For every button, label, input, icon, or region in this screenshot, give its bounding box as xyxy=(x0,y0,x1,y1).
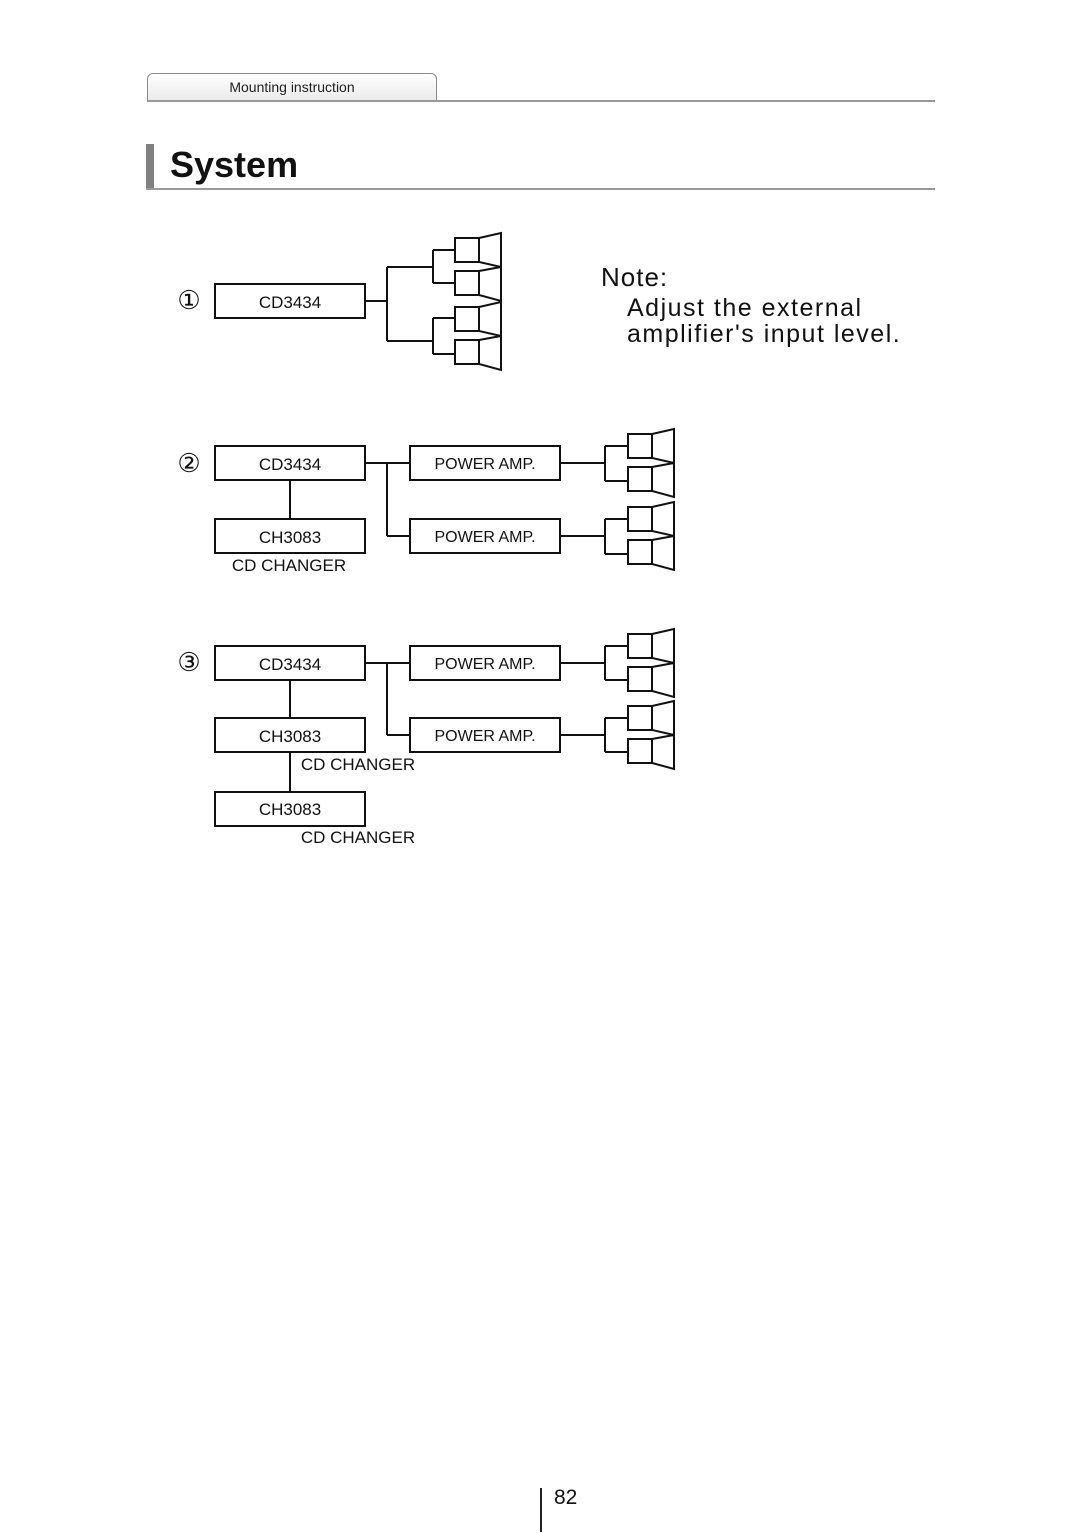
power-amp-box xyxy=(409,445,561,481)
speaker-icon xyxy=(627,699,675,771)
power-amp-label: POWER AMP. xyxy=(434,656,535,673)
head-unit-box xyxy=(214,283,366,319)
header-tab: Mounting instruction xyxy=(147,73,437,100)
cd-changer-caption: CD CHANGER xyxy=(301,755,415,774)
page-number-divider xyxy=(540,1488,542,1532)
head-unit-label: CD3434 xyxy=(259,655,321,674)
system-diagrams: ① ② ③ CD3434 CD3434 CH3083 CD CHANGER PO… xyxy=(177,231,675,847)
speaker-icon xyxy=(627,427,675,499)
system-2-wiring xyxy=(289,445,628,555)
speaker-icon xyxy=(454,231,502,303)
header-divider xyxy=(147,100,935,102)
power-amp-label: POWER AMP. xyxy=(434,456,535,473)
cd-changer-box xyxy=(214,717,366,753)
note-text: Adjust the external amplifier's input le… xyxy=(627,295,901,347)
note-line-2: amplifier's input level. xyxy=(627,320,902,348)
speaker-icon xyxy=(454,300,502,372)
system-2-marker: ② xyxy=(177,448,200,478)
cd-changer-caption: CD CHANGER xyxy=(232,556,346,575)
cd-changer-box xyxy=(214,518,366,554)
cd-changer-caption: CD CHANGER xyxy=(301,828,415,847)
cd-changer-label: CH3083 xyxy=(259,528,321,547)
speaker-icon xyxy=(627,627,675,699)
system-1-marker: ① xyxy=(177,285,200,315)
power-amp-label: POWER AMP. xyxy=(434,728,535,745)
power-amp-box xyxy=(409,645,561,681)
power-amp-box xyxy=(409,717,561,753)
note-line-1: Adjust the external xyxy=(627,294,863,322)
head-unit-label: CD3434 xyxy=(259,455,321,474)
cd-changer-box xyxy=(214,791,366,827)
page-title: System xyxy=(170,144,299,185)
cd-changer-label: CH3083 xyxy=(259,800,321,819)
power-amp-label: POWER AMP. xyxy=(434,529,535,546)
page-number: 82 xyxy=(554,1486,578,1509)
note-label: Note: xyxy=(601,262,669,292)
head-unit-box xyxy=(214,645,366,681)
system-3-wiring xyxy=(289,645,628,792)
title-divider xyxy=(146,188,935,190)
head-unit-label: CD3434 xyxy=(259,293,321,312)
power-amp-box xyxy=(409,518,561,554)
head-unit-box xyxy=(214,445,366,481)
system-1-wiring xyxy=(365,249,455,355)
speaker-icon xyxy=(627,500,675,572)
title-accent-bar xyxy=(146,144,154,190)
cd-changer-label: CH3083 xyxy=(259,727,321,746)
system-3-marker: ③ xyxy=(177,647,200,677)
